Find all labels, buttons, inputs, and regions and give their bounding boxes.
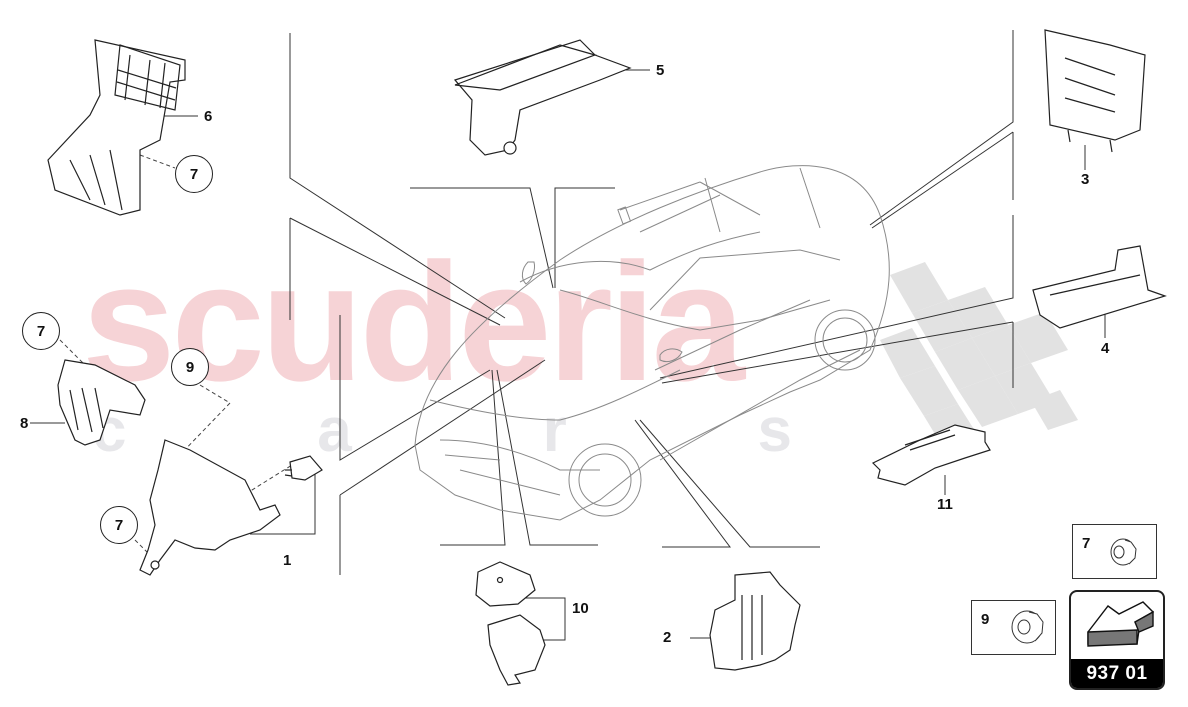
reference-badge: 937 01 [1069, 590, 1165, 690]
reference-code: 937 01 [1071, 659, 1163, 688]
detail-box-label: 7 [1082, 535, 1091, 552]
callout-3: 3 [1081, 171, 1090, 188]
callout-2: 2 [663, 629, 672, 646]
flange-nut-icon [1110, 538, 1137, 566]
callout-10: 10 [572, 600, 589, 617]
watermark-letter: a [317, 396, 352, 465]
callout-11: 11 [937, 496, 953, 513]
callout-1: 1 [283, 552, 292, 569]
detail-box-7: 7 [1072, 524, 1157, 579]
callout-7-circle: 7 [175, 155, 213, 193]
detail-box-9: 9 [971, 600, 1056, 655]
flange-nut-icon [1011, 610, 1044, 644]
callout-4: 4 [1101, 340, 1110, 357]
callout-8: 8 [20, 415, 29, 432]
car-sketch [414, 165, 890, 521]
callout-6: 6 [204, 108, 213, 125]
detail-box-label: 9 [981, 611, 990, 628]
watermark-letter: r [542, 396, 567, 465]
callout-7-circle: 7 [22, 312, 60, 350]
callout-9-circle: 9 [171, 348, 209, 386]
watermark-letter: s [757, 396, 792, 465]
callout-5: 5 [656, 62, 665, 79]
callout-7-circle: 7 [100, 506, 138, 544]
arrow-pointer-icon [1087, 601, 1155, 647]
